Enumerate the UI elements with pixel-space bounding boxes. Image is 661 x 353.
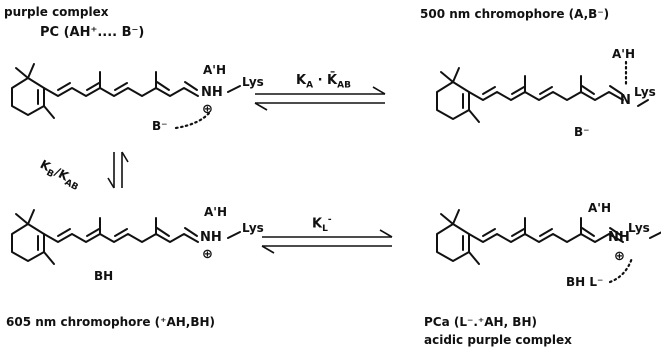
- pc-title: purple complex: [4, 5, 109, 19]
- pc-plus-label: ⊕: [202, 102, 213, 117]
- pc-lys-label: Lys: [242, 75, 264, 89]
- c605-lys-label: Lys: [242, 221, 264, 235]
- c605-bh-label: BH: [94, 269, 114, 283]
- c605-ah-label: A'H: [204, 205, 228, 219]
- c605-caption: 605 nm chromophore (⁺AH,BH): [6, 315, 216, 329]
- equilibrium-constant-bottom: KL-: [312, 215, 332, 234]
- retinal-structure-pca: [436, 209, 624, 265]
- pca-bhl-label: BH L⁻: [566, 275, 604, 289]
- equilibrium-arrow-bottom: [261, 229, 393, 254]
- retinal-structure-pc: [11, 63, 199, 119]
- pca-caption-2: acidic purple complex: [424, 333, 572, 347]
- pca-plus-label: ⊕: [614, 249, 625, 264]
- pca-nh-label: NH: [608, 230, 630, 245]
- c605-plus-label: ⊕: [202, 247, 213, 262]
- pc-counter-label: B⁻: [152, 119, 168, 133]
- ionpair-dots-pc: [174, 110, 212, 130]
- pc-ah-label: A'H: [203, 63, 227, 77]
- c500-counter-label: B⁻: [574, 125, 590, 139]
- pc-subtitle: PC (AH⁺.... B⁻): [40, 25, 145, 40]
- equilibrium-arrow-left: [107, 151, 129, 189]
- pca-lys-label: Lys: [628, 221, 650, 235]
- ionpair-dots-pca: [608, 256, 634, 284]
- c605-nh-label: NH: [200, 230, 222, 245]
- pca-ah-label: A'H: [588, 201, 612, 215]
- pca-caption-1: PCa (L⁻.⁺AH, BH): [424, 315, 537, 329]
- chromophore-500-title: 500 nm chromophore (A,B⁻): [420, 7, 610, 21]
- c500-lys-label: Lys: [634, 85, 656, 99]
- equilibrium-arrow-top: [254, 86, 386, 111]
- equilibrium-constant-top: KA · K̄AB: [296, 73, 351, 91]
- pc-nh-label: NH: [201, 85, 223, 100]
- c500-ah-label: A'H: [612, 47, 636, 61]
- c500-n-label: N: [620, 93, 631, 108]
- retinal-structure-500: [436, 67, 624, 123]
- retinal-structure-605: [11, 209, 199, 265]
